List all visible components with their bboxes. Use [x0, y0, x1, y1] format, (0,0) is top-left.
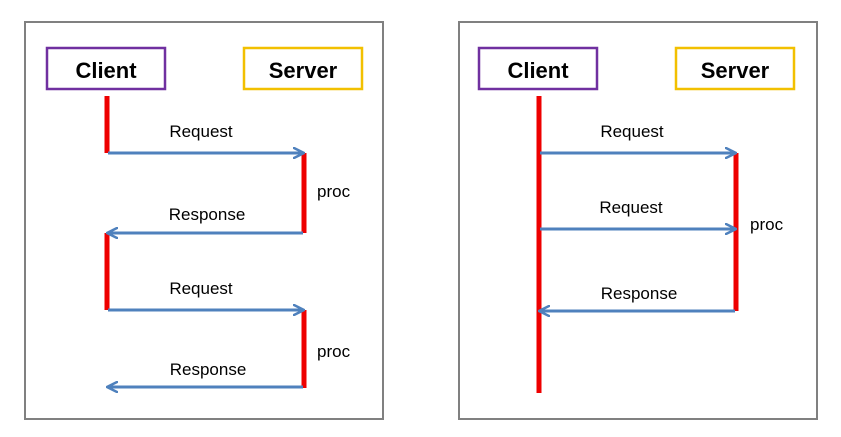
response-label: Response	[169, 205, 246, 224]
server-label: Server	[269, 58, 338, 83]
request-label: Request	[599, 198, 663, 217]
proc-label: proc	[317, 182, 351, 201]
request-label: Request	[600, 122, 664, 141]
client-label: Client	[507, 58, 569, 83]
response-label: Response	[601, 284, 678, 303]
panel-pipelined: Client Server Request Request proc Respo…	[458, 21, 818, 420]
server-label: Server	[701, 58, 770, 83]
proc-label: proc	[750, 215, 784, 234]
request-label: Request	[169, 279, 233, 298]
proc-label: proc	[317, 342, 351, 361]
client-box	[477, 46, 599, 91]
client-box	[45, 46, 167, 91]
response-label: Response	[170, 360, 247, 379]
panel-synchronous: Client Server Request proc Response Requ…	[24, 21, 384, 420]
client-label: Client	[75, 58, 137, 83]
server-box	[674, 46, 796, 91]
server-box	[242, 46, 364, 91]
request-label: Request	[169, 122, 233, 141]
